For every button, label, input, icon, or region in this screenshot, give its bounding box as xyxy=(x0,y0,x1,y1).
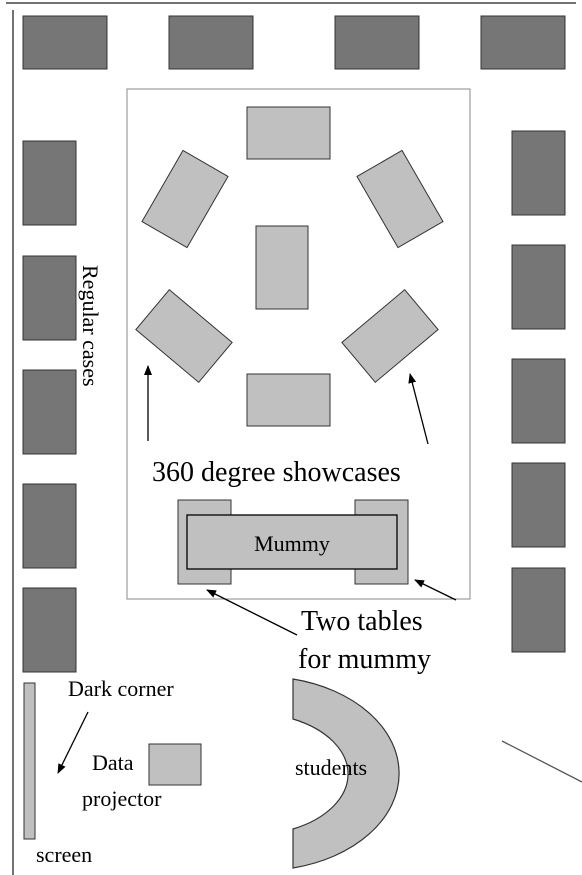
regular-case xyxy=(22,140,77,226)
data-projector-label-1: Data xyxy=(92,750,134,775)
data-projector xyxy=(148,743,202,786)
mummy xyxy=(186,514,398,570)
showcase-area xyxy=(126,88,471,600)
arrow-to-left-table xyxy=(206,589,298,636)
two-tables-label-2: for mummy xyxy=(298,644,431,675)
showcase-lower-left xyxy=(135,289,233,383)
showcase-center xyxy=(255,225,309,310)
showcase-upper-left xyxy=(141,149,229,249)
regular-case xyxy=(22,15,108,70)
showcase-top xyxy=(246,106,331,160)
arrow-to-right-table xyxy=(414,579,457,601)
screen-label: screen xyxy=(36,842,92,867)
regular-cases-label: Regular cases xyxy=(78,265,103,387)
dark-corner-label: Dark corner xyxy=(68,676,174,701)
regular-case xyxy=(511,462,566,548)
showcase-bottom xyxy=(246,373,331,427)
two-tables-label-1: Two tables xyxy=(301,606,423,637)
regular-case xyxy=(334,15,420,70)
diagonal-line xyxy=(501,740,582,783)
regular-case xyxy=(511,358,566,444)
students-label: students xyxy=(295,755,367,780)
showcases-label: 360 degree showcases xyxy=(152,457,401,488)
regular-case xyxy=(168,15,254,70)
regular-case xyxy=(511,244,566,330)
data-projector-label-2: projector xyxy=(82,786,162,811)
regular-case xyxy=(511,130,566,216)
regular-case xyxy=(22,369,77,455)
regular-case xyxy=(22,255,77,341)
arrow-to-dark-corner xyxy=(57,711,89,774)
regular-case xyxy=(480,15,566,70)
showcase-lower-right xyxy=(341,289,439,383)
showcase-upper-right xyxy=(356,149,444,249)
regular-case xyxy=(22,587,77,673)
regular-case xyxy=(511,567,566,653)
screen xyxy=(23,682,36,840)
mummy-label: Mummy xyxy=(254,531,330,556)
regular-case xyxy=(22,483,77,569)
arrow-to-showcase-right xyxy=(408,373,429,445)
student-seating xyxy=(292,678,400,869)
